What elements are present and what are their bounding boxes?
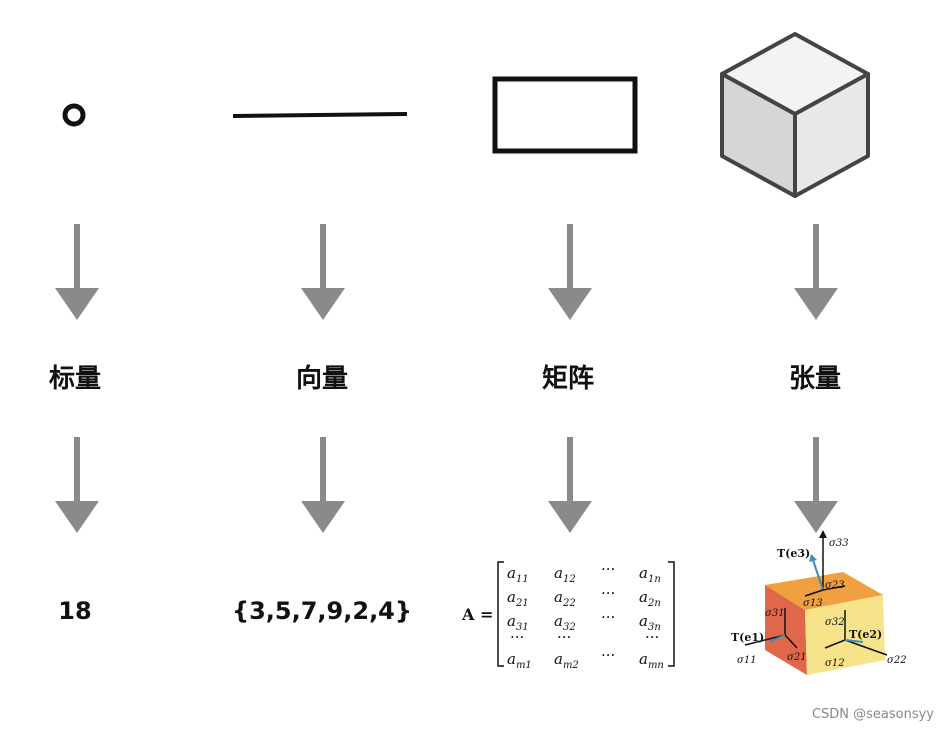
matrix-entry: 21 xyxy=(515,598,529,609)
matrix-title: 矩阵 xyxy=(541,364,594,394)
matrix-entry: m2 xyxy=(563,660,579,670)
svg-text:···: ··· xyxy=(601,646,615,664)
down-arrow-icon xyxy=(55,224,99,320)
tensor-cube-icon xyxy=(720,32,870,198)
matrix-label: A = xyxy=(462,605,493,624)
matrix-rectangle-icon xyxy=(492,76,638,154)
svg-text:amn: amn xyxy=(639,650,664,670)
matrix-entry: mn xyxy=(648,660,664,670)
matrix-entry: 2n xyxy=(647,598,661,609)
sigma-12-label: σ12 xyxy=(825,658,845,669)
svg-text:a22: a22 xyxy=(554,588,576,609)
svg-text:a12: a12 xyxy=(554,564,576,585)
svg-text:···: ··· xyxy=(557,628,571,646)
down-arrow-icon xyxy=(794,224,838,320)
sigma-32-label: σ32 xyxy=(825,617,845,628)
svg-text:a21: a21 xyxy=(507,588,529,609)
scalar-value: 18 xyxy=(58,597,92,625)
sigma-22-label: σ22 xyxy=(887,655,907,666)
svg-text:am2: am2 xyxy=(554,650,579,670)
traction-e1-label: T(e1) xyxy=(731,631,764,644)
down-arrow-icon xyxy=(55,437,99,533)
sigma-31-label: σ31 xyxy=(765,608,785,619)
down-arrow-icon xyxy=(301,224,345,320)
down-arrow-icon xyxy=(548,437,592,533)
traction-e2-label: T(e2) xyxy=(849,628,882,641)
svg-text:a2n: a2n xyxy=(639,588,661,609)
svg-text:a11: a11 xyxy=(507,564,529,585)
matrix-entry: 12 xyxy=(563,574,576,585)
tensor-stress-cube: σ33 T(e3) σ23 σ13 σ31 σ21 T(e1) σ11 σ32 … xyxy=(731,530,907,675)
matrix-entry: m1 xyxy=(516,660,532,670)
svg-text:···: ··· xyxy=(601,584,615,602)
scalar-point-icon xyxy=(62,103,86,127)
svg-text:···: ··· xyxy=(645,628,659,646)
watermark: CSDN @seasonsyy xyxy=(811,707,934,722)
svg-text:am1: am1 xyxy=(507,650,532,670)
matrix-entry: 22 xyxy=(562,598,576,609)
sigma-11-label: σ11 xyxy=(737,655,757,666)
scalar-title: 标量 xyxy=(48,364,101,394)
traction-e3-label: T(e3) xyxy=(777,547,810,560)
tensor-title: 张量 xyxy=(788,364,841,394)
down-arrow-icon xyxy=(548,224,592,320)
svg-text:···: ··· xyxy=(601,608,615,626)
down-arrow-icon xyxy=(794,437,838,533)
vector-line-icon xyxy=(233,112,407,118)
svg-text:···: ··· xyxy=(510,628,524,646)
matrix-entry: 3n xyxy=(648,622,661,633)
matrix-notation: A = a11 a12 ··· a1n a21 a22 ··· a2n a31 … xyxy=(461,560,682,671)
matrix-entry: 1n xyxy=(648,574,661,585)
down-arrow-icon xyxy=(301,437,345,533)
svg-text:a1n: a1n xyxy=(639,564,661,585)
matrix-entry: 11 xyxy=(516,574,529,585)
sigma-23-label: σ23 xyxy=(825,580,845,591)
svg-text:···: ··· xyxy=(601,560,615,578)
vector-value: {3,5,7,9,2,4} xyxy=(232,597,412,625)
sigma-13-label: σ13 xyxy=(803,598,823,609)
sigma-33-label: σ33 xyxy=(829,538,849,549)
matrix-entry: 32 xyxy=(563,622,576,633)
matrix-entry: 31 xyxy=(516,622,529,633)
vector-title: 向量 xyxy=(295,364,348,394)
sigma-21-label: σ21 xyxy=(787,652,807,663)
